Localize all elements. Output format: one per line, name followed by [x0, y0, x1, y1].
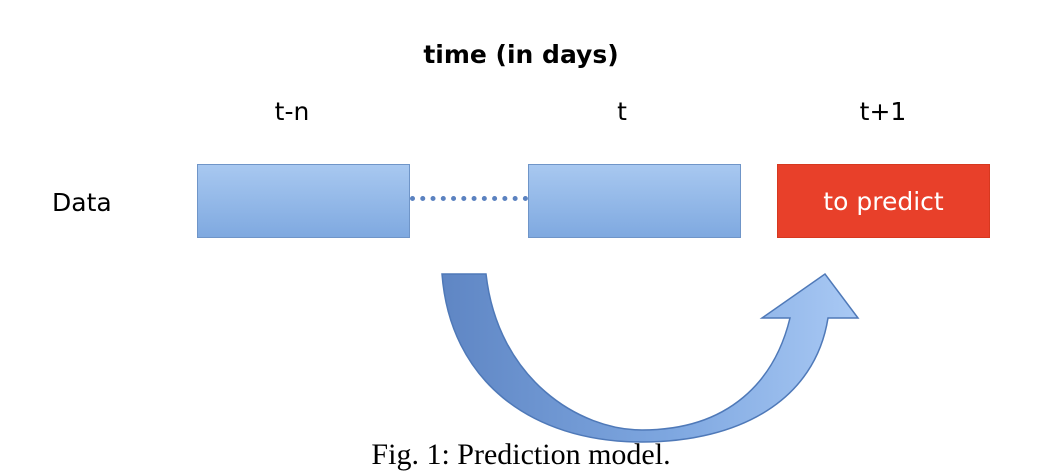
ellipsis-connector	[410, 196, 528, 201]
curved-arrow-icon	[441, 272, 860, 443]
tick-label-current: t	[617, 97, 627, 126]
diagram-title: time (in days)	[423, 40, 619, 69]
row-label-data: Data	[52, 188, 112, 217]
tick-label-next: t+1	[859, 97, 907, 126]
data-block-start	[197, 164, 410, 238]
figure-caption: Fig. 1: Prediction model.	[371, 438, 671, 471]
tick-label-start: t-n	[274, 97, 310, 126]
target-label: to predict	[823, 186, 944, 216]
data-block-current	[528, 164, 741, 238]
prediction-target-block: to predict	[777, 164, 990, 238]
